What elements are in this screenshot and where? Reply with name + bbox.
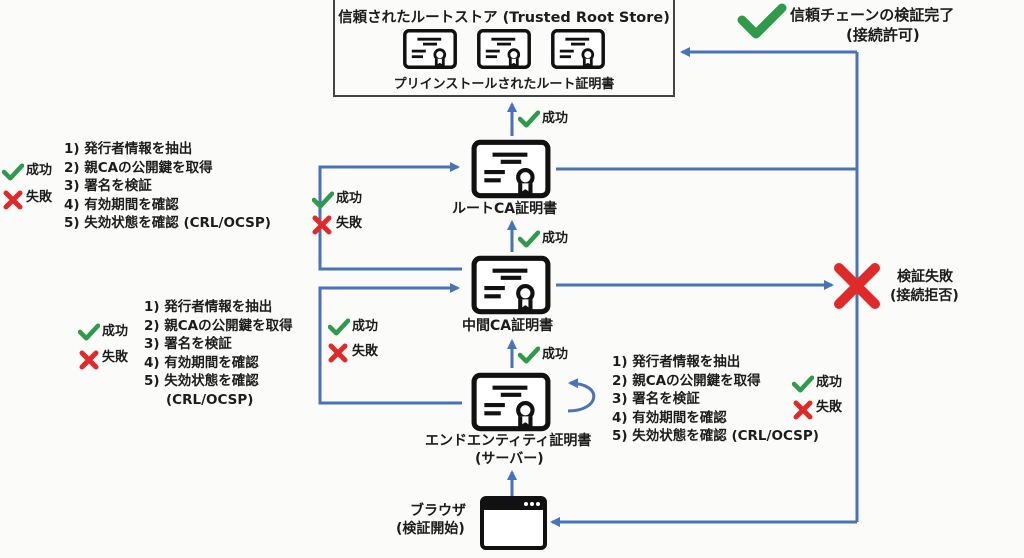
steps-end-entity-list: 1) 発行者情報を抽出 2) 親CAの公開鍵を取得 3) 署名を検証 4) 有効… [612,353,819,446]
failure-cross-icon [834,263,880,309]
cross-icon [6,193,20,207]
success-banner-line1: 信頼チェーンの検証完了 [790,6,955,24]
cross-icon [82,353,96,367]
browser-label-line1: ブラウザ [410,503,466,519]
step-item: 5) 失効状態を確認 (CRL/OCSP) [612,428,819,444]
certificate-icon [550,28,606,70]
certificate-icon [402,28,458,70]
step-item: 5) 失効状態を確認 (CRL/OCSP) [64,215,271,231]
success-label: 成功 [816,375,843,390]
step-item: 2) 親CAの公開鍵を取得 [612,372,761,389]
step-item: 1) 発行者情報を抽出 [144,299,273,315]
root-ca-certificate-icon [474,142,548,195]
check-icon [520,113,538,126]
failure-label: 失敗 [336,216,363,231]
step-item: 4) 有効期間を確認 [612,409,727,426]
end-entity-label-line1: エンドエンティティ証明書 [425,433,592,449]
failure-label: 失敗 [352,344,379,359]
failure-label: 失敗 [102,350,129,365]
step-item: (CRL/OCSP) [166,391,254,408]
end-entity-certificate-icon [474,375,548,428]
failure-label: 失敗 [816,400,843,415]
success-label: 成功 [542,111,569,126]
intermediate-ca-label: 中間CA証明書 [462,318,554,334]
success-label: 成功 [26,163,53,178]
success-label: 成功 [336,191,363,206]
loop-end-entity-to-intermediate [318,283,462,405]
browser-label-line2: (検証開始) [396,521,465,537]
success-banner-line2: (接続許可) [846,26,920,44]
check-icon [520,349,538,362]
success-check-icon [737,3,787,39]
success-label: 成功 [352,319,379,334]
certificate-icon [476,28,532,70]
success-label: 成功 [102,324,129,339]
step-item: 3) 署名を検証 [612,391,700,407]
store-title: 信頼されたルートストア (Trusted Root Store) [338,10,670,26]
check-icon [330,321,348,334]
cross-icon [331,346,345,360]
cross-icon [315,218,329,232]
intermediate-ca-certificate-icon [474,258,548,311]
step-item: 1) 発行者情報を抽出 [612,354,741,370]
end-entity-label-line2: (サーバー) [475,451,544,467]
steps-intermediate-list: 1) 発行者情報を抽出 2) 親CAの公開鍵を取得 3) 署名を検証 4) 有効… [144,298,293,409]
step-item: 4) 有効期間を確認 [144,354,259,371]
check-icon [80,326,98,339]
loop-intermediate-to-root [318,162,462,271]
trusted-root-store: 信頼されたルートストア (Trusted Root Store) プリインストー… [333,0,675,97]
step-item: 3) 署名を検証 [144,336,232,352]
step-item: 1) 発行者情報を抽出 [64,141,193,157]
steps-root-list: 1) 発行者情報を抽出 2) 親CAの公開鍵を取得 3) 署名を検証 4) 有効… [64,140,271,233]
failure-label: 失敗 [26,190,53,205]
step-item: 4) 有効期間を確認 [64,196,179,213]
failure-banner-line2: (接続拒否) [890,288,959,304]
failure-banner-line1: 検証失敗 [897,269,953,285]
success-label: 成功 [542,347,569,362]
step-item: 3) 署名を検証 [64,178,152,194]
step-item: 2) 親CAの公開鍵を取得 [144,317,293,334]
step-item: 2) 親CAの公開鍵を取得 [64,159,213,176]
check-icon [520,233,538,246]
store-subtitle: プリインストールされたルート証明書 [393,77,615,92]
self-loop-end-entity [567,378,596,413]
check-icon [4,166,22,179]
check-icon [314,194,332,207]
step-item: 5) 失効状態を確認 [144,373,259,389]
browser-window-icon [480,496,547,550]
root-ca-label: ルートCA証明書 [452,201,558,217]
success-label: 成功 [542,231,569,246]
